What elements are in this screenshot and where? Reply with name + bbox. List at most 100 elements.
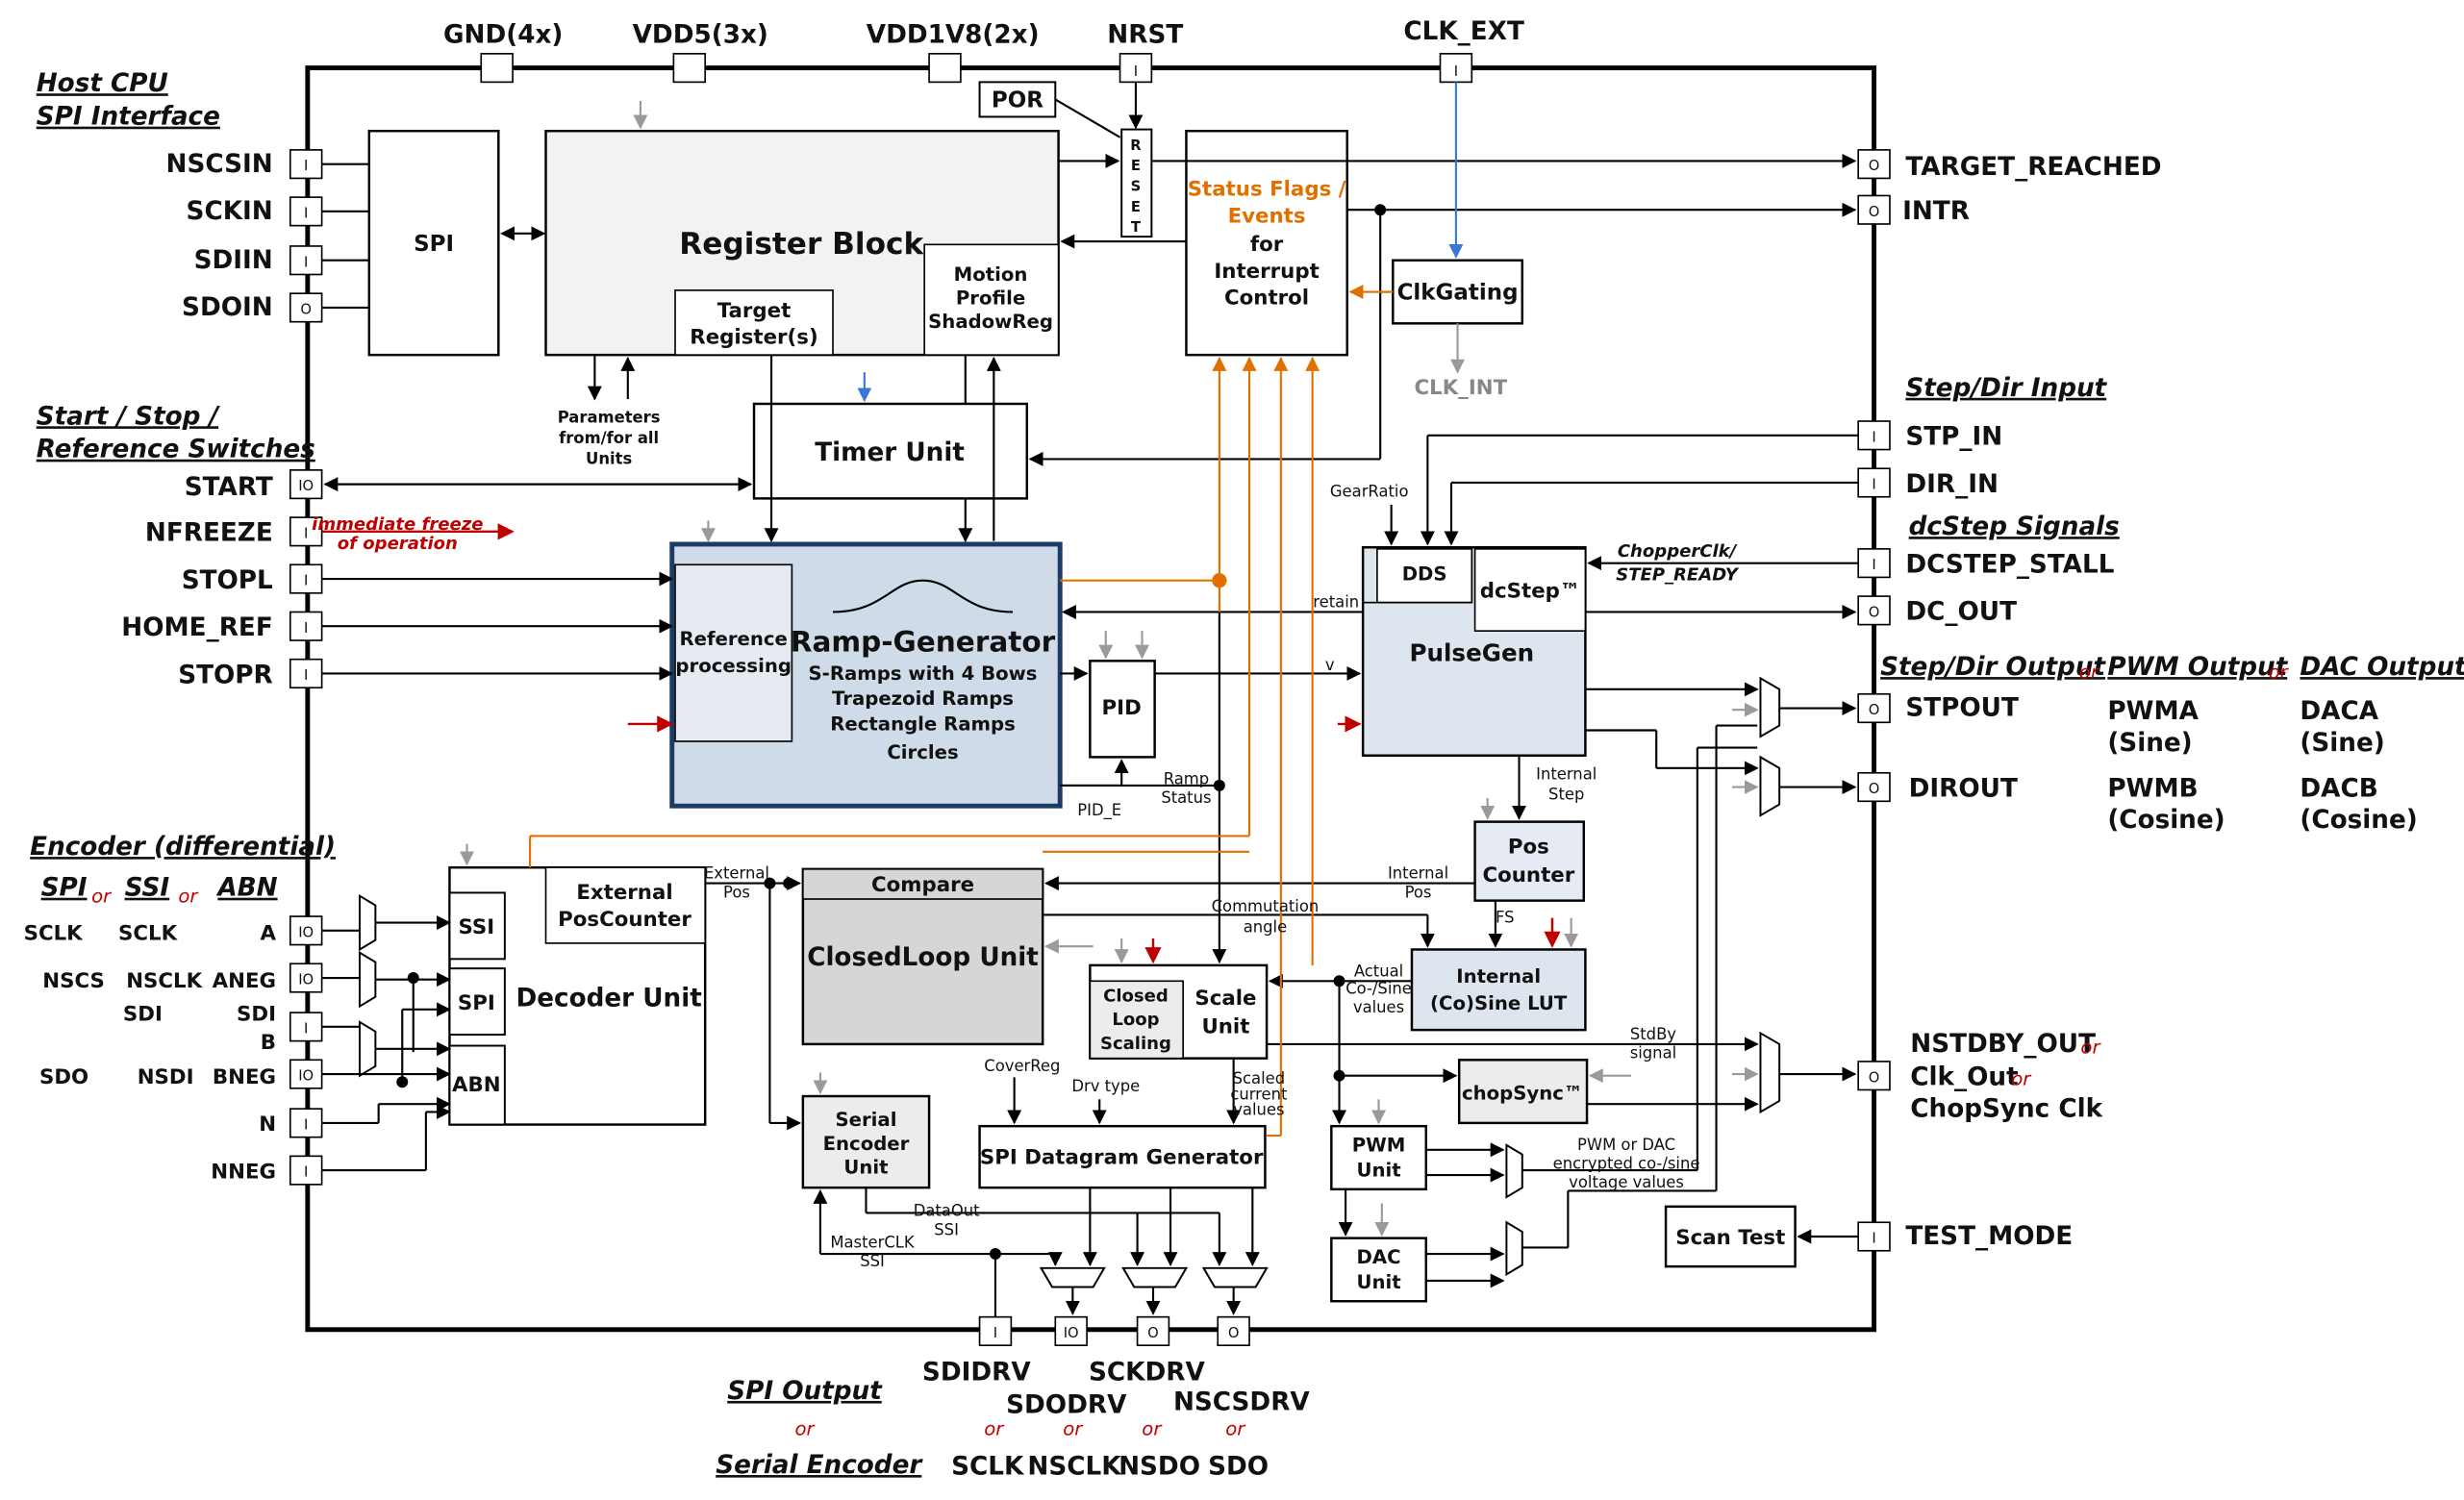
svg-text:Timer Unit: Timer Unit bbox=[815, 438, 965, 467]
svg-text:DAC: DAC bbox=[1357, 1246, 1401, 1268]
svg-text:S: S bbox=[1131, 179, 1142, 195]
right-pwm-dac: PWMA (Sine) PWMB (Cosine) DACA (Sine) DA… bbox=[2107, 697, 2417, 835]
svg-text:or: or bbox=[1225, 1418, 1246, 1440]
svg-text:Step: Step bbox=[1548, 786, 1584, 804]
svg-text:I: I bbox=[304, 573, 308, 589]
svg-text:Scaled: Scaled bbox=[1233, 1069, 1286, 1088]
svg-text:retain: retain bbox=[1313, 593, 1359, 612]
svg-text:PWM: PWM bbox=[1352, 1134, 1406, 1156]
svg-text:DDS: DDS bbox=[1402, 563, 1447, 586]
svg-text:(Sine): (Sine) bbox=[2300, 729, 2384, 758]
right-pin-labels: TARGET_REACHED INTR STP_IN DIR_IN DCSTEP… bbox=[1902, 153, 2161, 1251]
svg-text:Trapezoid Ramps: Trapezoid Ramps bbox=[832, 688, 1014, 710]
svg-text:O: O bbox=[1869, 702, 1880, 718]
pin-vdd1v8: VDD1V8(2x) bbox=[867, 20, 1040, 49]
svg-text:Ramp: Ramp bbox=[1164, 769, 1209, 788]
svg-text:NSDO: NSDO bbox=[1119, 1453, 1200, 1482]
svg-text:O: O bbox=[1147, 1325, 1159, 1341]
svg-text:Unit: Unit bbox=[1356, 1271, 1400, 1293]
svg-text:or: or bbox=[984, 1418, 1005, 1440]
svg-text:IO: IO bbox=[298, 924, 314, 940]
svg-text:SCKDRV: SCKDRV bbox=[1089, 1358, 1205, 1387]
svg-text:Step/Dir Output: Step/Dir Output bbox=[1880, 653, 2106, 682]
svg-text:Status Flags /: Status Flags / bbox=[1188, 177, 1346, 201]
svg-text:START: START bbox=[185, 473, 273, 502]
svg-text:DIR_IN: DIR_IN bbox=[1905, 470, 1999, 499]
svg-text:Profile: Profile bbox=[956, 288, 1025, 310]
svg-text:N: N bbox=[259, 1112, 276, 1137]
svg-text:Unit: Unit bbox=[1356, 1160, 1400, 1182]
signal-labels: Parameters from/for all Units GearRatio … bbox=[558, 409, 1740, 1271]
svg-text:for: for bbox=[1250, 233, 1284, 257]
svg-text:IO: IO bbox=[298, 1068, 314, 1085]
svg-text:NSCSIN: NSCSIN bbox=[166, 150, 273, 179]
encoder-abn-pins: A ANEG SDI B BNEG N NNEG bbox=[211, 922, 276, 1185]
svg-text:I: I bbox=[304, 254, 308, 270]
svg-text:Rectangle Ramps: Rectangle Ramps bbox=[830, 712, 1016, 735]
pid-block bbox=[1089, 660, 1156, 759]
svg-text:I: I bbox=[304, 158, 308, 174]
svg-text:Drv type: Drv type bbox=[1071, 1077, 1140, 1095]
svg-text:DACA: DACA bbox=[2300, 697, 2378, 726]
pin-vdd5: VDD5(3x) bbox=[633, 20, 768, 49]
svg-text:or: or bbox=[1142, 1418, 1163, 1440]
svg-text:processing: processing bbox=[675, 655, 792, 677]
svg-text:angle: angle bbox=[1244, 917, 1287, 936]
svg-text:NSTDBY_OUT: NSTDBY_OUT bbox=[1910, 1030, 2096, 1059]
scan-test-block bbox=[1664, 1205, 1797, 1268]
svg-text:or: or bbox=[2011, 1068, 2032, 1090]
svg-text:O: O bbox=[1869, 158, 1880, 174]
svg-text:IO: IO bbox=[1064, 1325, 1079, 1341]
svg-text:A: A bbox=[261, 922, 277, 946]
right-pin-boxes: O O I I I O O O O I bbox=[1857, 149, 1891, 1252]
pin-gnd: GND(4x) bbox=[443, 20, 563, 49]
svg-text:Motion: Motion bbox=[954, 263, 1028, 286]
svg-text:Closed: Closed bbox=[1103, 987, 1169, 1007]
svg-text:or: or bbox=[91, 885, 113, 907]
bottom-pin-labels: SDIDRV SDODRV SCKDRV NSCSDRV SCLK NSCLK … bbox=[922, 1358, 1310, 1481]
svg-text:I: I bbox=[1134, 63, 1138, 80]
orange-wires bbox=[529, 285, 1394, 1138]
svg-text:SPI Output: SPI Output bbox=[727, 1377, 883, 1406]
svg-text:PulseGen: PulseGen bbox=[1409, 638, 1534, 666]
red-wires bbox=[627, 715, 1561, 964]
svg-text:B: B bbox=[261, 1031, 276, 1055]
svg-text:or: or bbox=[178, 885, 199, 907]
encoder-spi-col: SCLK NSCS SDO bbox=[24, 922, 105, 1089]
svg-text:voltage values: voltage values bbox=[1569, 1173, 1684, 1191]
svg-text:SDI: SDI bbox=[123, 1002, 163, 1026]
reset-block bbox=[1120, 128, 1153, 238]
svg-text:TEST_MODE: TEST_MODE bbox=[1905, 1222, 2073, 1251]
svg-text:SCKIN: SCKIN bbox=[187, 197, 273, 226]
svg-text:or: or bbox=[1063, 1418, 1084, 1440]
svg-text:SDIDRV: SDIDRV bbox=[922, 1358, 1031, 1387]
svg-text:DataOut: DataOut bbox=[914, 1202, 980, 1220]
svg-text:ANEG: ANEG bbox=[213, 969, 276, 993]
svg-text:ABN: ABN bbox=[452, 1073, 501, 1097]
svg-text:O: O bbox=[300, 301, 312, 317]
svg-text:IO: IO bbox=[298, 478, 314, 494]
svg-text:FS: FS bbox=[1496, 909, 1515, 927]
svg-text:Control: Control bbox=[1224, 287, 1309, 311]
decoder-spi bbox=[448, 967, 506, 1037]
svg-text:SPI: SPI bbox=[41, 874, 88, 903]
svg-text:NSCS: NSCS bbox=[42, 969, 105, 993]
svg-text:O: O bbox=[1228, 1325, 1240, 1341]
pin-nrst: NRST bbox=[1107, 20, 1183, 49]
svg-text:DC_OUT: DC_OUT bbox=[1905, 598, 2017, 627]
svg-text:dcStep Signals: dcStep Signals bbox=[1909, 512, 2120, 541]
por-block bbox=[978, 81, 1057, 118]
decoder-abn bbox=[448, 1044, 506, 1126]
left-section-labels: Host CPU SPI Interface Start / Stop / Re… bbox=[30, 69, 336, 862]
svg-text:ClosedLoop Unit: ClosedLoop Unit bbox=[807, 943, 1039, 972]
svg-text:I: I bbox=[304, 525, 308, 541]
svg-text:Register(s): Register(s) bbox=[690, 326, 817, 350]
svg-text:PWMB: PWMB bbox=[2107, 774, 2198, 803]
svg-text:ChopSync Clk: ChopSync Clk bbox=[1910, 1094, 2102, 1123]
svg-text:Reference Switches: Reference Switches bbox=[37, 436, 315, 464]
svg-text:I: I bbox=[304, 667, 308, 684]
pos-counter-block bbox=[1473, 820, 1585, 902]
svg-text:SDI: SDI bbox=[237, 1002, 276, 1026]
svg-text:values: values bbox=[1353, 998, 1404, 1016]
svg-text:Unit: Unit bbox=[1201, 1014, 1249, 1038]
